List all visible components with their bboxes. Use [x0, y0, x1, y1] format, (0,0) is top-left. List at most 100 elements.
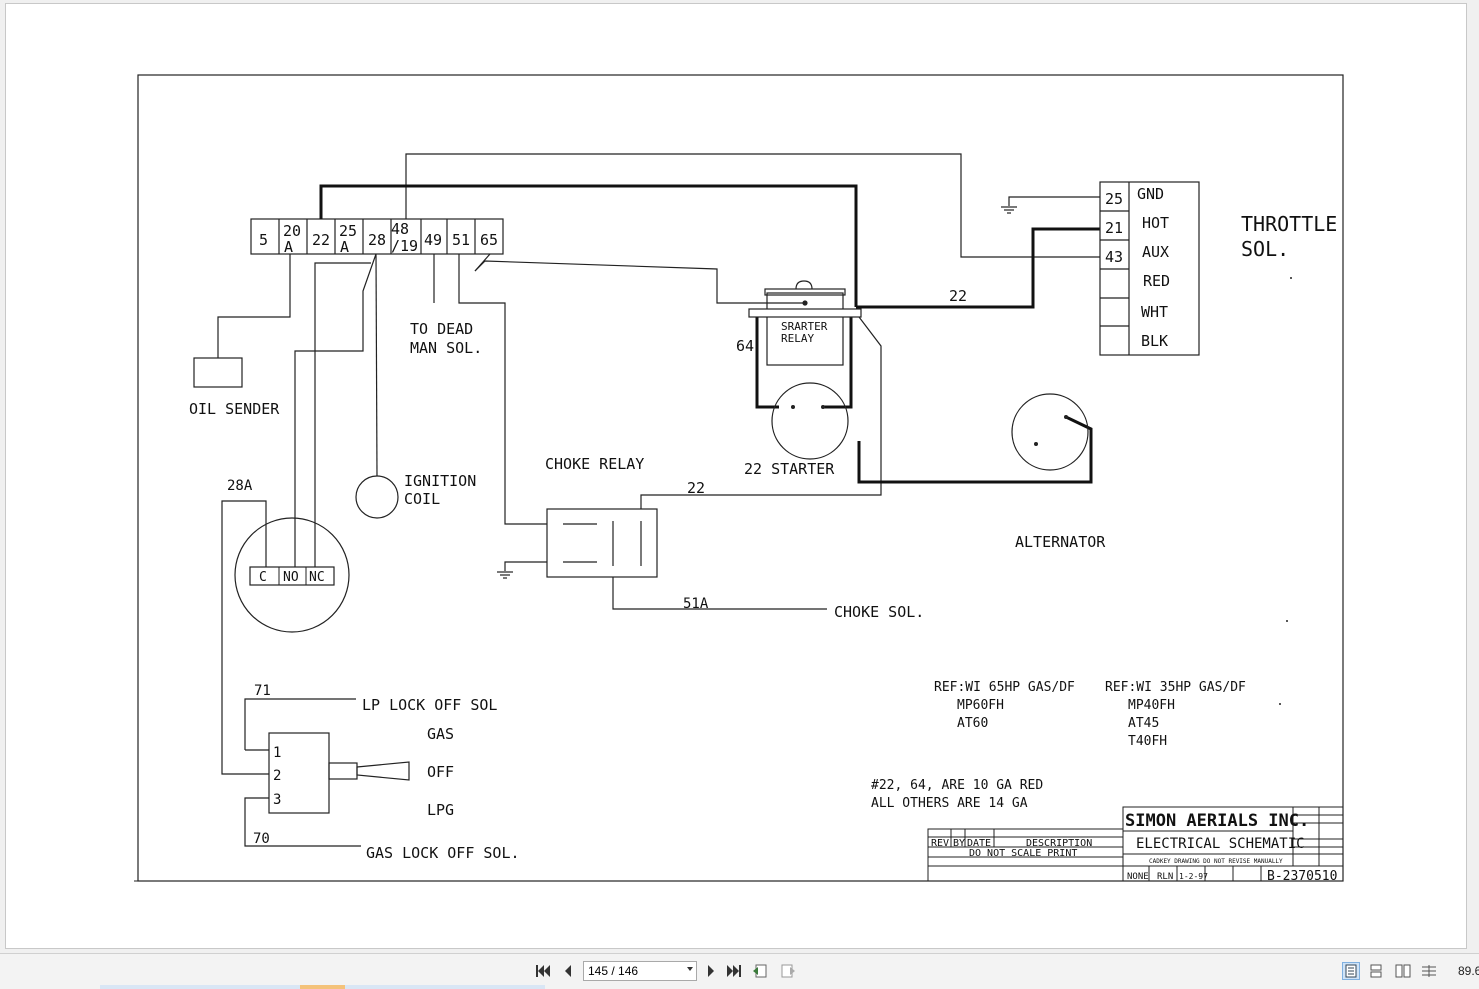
terminal-strip — [250, 218, 504, 255]
oil-sender-label: OIL SENDER — [189, 400, 280, 418]
wire-28a-label: 28A — [227, 478, 253, 494]
last-page-icon[interactable] — [724, 961, 744, 981]
continuous-facing-view-icon[interactable] — [1420, 962, 1438, 980]
wire-71-label: 71 — [254, 683, 271, 699]
choke-sol-label: CHOKE SOL. — [834, 603, 924, 621]
terminal-49: 49 — [424, 231, 442, 249]
choke-relay-symbol — [546, 508, 658, 578]
do-not-scale: DO NOT SCALE PRINT — [969, 848, 1077, 859]
throttle-pin-25: 25 — [1105, 190, 1123, 208]
throttle-aux: AUX — [1142, 243, 1169, 261]
description-header: DESCRIPTION — [1026, 838, 1092, 849]
cad-note: CADKEY DRAWING DO NOT REVISE MANUALLY — [1149, 858, 1283, 865]
throttle-connector — [1099, 181, 1200, 356]
rev-header: REV — [931, 838, 949, 849]
by-header: BY — [953, 838, 965, 849]
ref2-line2: MP40FH — [1128, 698, 1175, 713]
ignition-label-1: IGNITION — [404, 472, 476, 490]
company-name: SIMON AERIALS INC. — [1125, 811, 1309, 831]
choke-relay-label: CHOKE RELAY — [545, 455, 644, 473]
terminal-20-a: A — [284, 238, 293, 256]
throttle-wht: WHT — [1141, 303, 1168, 321]
starter-label: 22 STARTER — [744, 460, 835, 478]
alternator-symbol — [1011, 393, 1089, 471]
lp-lock-label: LP LOCK OFF SOL — [362, 696, 497, 714]
terminal-28: 28 — [368, 231, 386, 249]
wire-64-label: 64 — [736, 337, 754, 355]
page-number-select[interactable]: 145 / 146 — [583, 961, 697, 981]
terminal-65: 65 — [480, 231, 498, 249]
pdf-page: 5 20 A 22 25 A 28 48 /19 49 51 65 — [5, 3, 1467, 949]
ref1-line3: AT60 — [957, 716, 988, 731]
terminal-25: 25 — [339, 222, 357, 240]
drawn-date: 1-2-97 — [1179, 872, 1208, 881]
continuous-view-icon[interactable] — [1367, 962, 1385, 980]
ref1-line2: MP60FH — [957, 698, 1004, 713]
note-gauge-2: ALL OTHERS ARE 14 GA — [871, 796, 1028, 811]
page-number-value: 145 / 146 — [588, 964, 639, 978]
throttle-gnd: GND — [1137, 185, 1164, 203]
go-forward-view-icon[interactable] — [777, 961, 797, 981]
terminal-5: 5 — [259, 231, 268, 249]
switch-c: C — [259, 570, 267, 585]
heavy-wires — [319, 184, 1100, 484]
choke-wire-22-label: 22 — [687, 479, 705, 497]
switch-nc: NC — [309, 570, 325, 585]
fuel-toggle-switch — [268, 732, 410, 814]
pdf-toolbar: 145 / 146 89.6 — [0, 953, 1479, 989]
wire-51a-label: 51A — [683, 596, 709, 612]
throttle-pin-21: 21 — [1105, 219, 1123, 237]
single-page-view-icon[interactable] — [1342, 962, 1360, 980]
gas-lock-label: GAS LOCK OFF SOL. — [366, 844, 520, 862]
drawn-by: RLN — [1157, 872, 1173, 882]
facing-view-icon[interactable] — [1394, 962, 1412, 980]
terminal-22: 22 — [312, 231, 330, 249]
note-gauge-1: #22, 64, ARE 10 GA RED — [871, 778, 1043, 793]
dead-man-label-2: MAN SOL. — [410, 339, 482, 357]
terminal-48: 48 — [391, 220, 409, 238]
wire-22-label: 22 — [949, 287, 967, 305]
oil-sender-box — [193, 357, 243, 388]
ref2-line1: REF:WI 35HP GAS/DF — [1105, 680, 1246, 695]
previous-page-icon[interactable] — [558, 961, 578, 981]
throttle-pin-43: 43 — [1105, 248, 1123, 266]
zoom-level[interactable]: 89.6 — [1458, 964, 1479, 978]
throttle-title-2: SOL. — [1241, 237, 1289, 261]
scale-value: NONE — [1127, 872, 1149, 882]
starter-relay-symbol — [748, 280, 862, 366]
throttle-red: RED — [1143, 272, 1170, 290]
ground-symbols — [497, 206, 1017, 579]
electrical-schematic: 5 20 A 22 25 A 28 48 /19 49 51 65 — [134, 74, 1344, 884]
toggle-pos-1: 1 — [273, 745, 281, 761]
ignition-coil-symbol — [355, 475, 399, 519]
ref2-line3: AT45 — [1128, 716, 1159, 731]
wire-70-label: 70 — [253, 831, 270, 847]
ref2-line4: T40FH — [1128, 734, 1167, 749]
drawing-number: B-2370510 — [1267, 869, 1337, 884]
lpg-label: LPG — [427, 801, 454, 819]
go-back-view-icon[interactable] — [751, 961, 771, 981]
terminal-25-a: A — [340, 238, 349, 256]
title-block — [927, 806, 1344, 882]
dead-man-label-1: TO DEAD — [410, 320, 473, 338]
starter-motor-symbol — [771, 382, 849, 460]
taskbar-strip — [0, 985, 1479, 989]
thin-wires — [217, 153, 1100, 847]
gas-label: GAS — [427, 725, 454, 743]
alternator-label: ALTERNATOR — [1015, 533, 1106, 551]
ref1-line1: REF:WI 65HP GAS/DF — [934, 680, 1075, 695]
starter-relay-label-2: RELAY — [781, 332, 814, 345]
chevron-down-icon — [687, 967, 693, 971]
toggle-pos-2: 2 — [273, 768, 281, 784]
drawing-border — [137, 74, 1344, 882]
document-viewport[interactable]: 5 20 A 22 25 A 28 48 /19 49 51 65 — [0, 0, 1479, 953]
next-page-icon[interactable] — [701, 961, 721, 981]
starter-relay-label-1: SRARTER — [781, 320, 828, 333]
off-label: OFF — [427, 763, 454, 781]
first-page-icon[interactable] — [533, 961, 553, 981]
ignition-label-2: COIL — [404, 490, 440, 508]
throttle-title-1: THROTTLE — [1241, 212, 1337, 236]
terminal-20: 20 — [283, 222, 301, 240]
toggle-pos-3: 3 — [273, 792, 281, 808]
terminal-51: 51 — [452, 231, 470, 249]
